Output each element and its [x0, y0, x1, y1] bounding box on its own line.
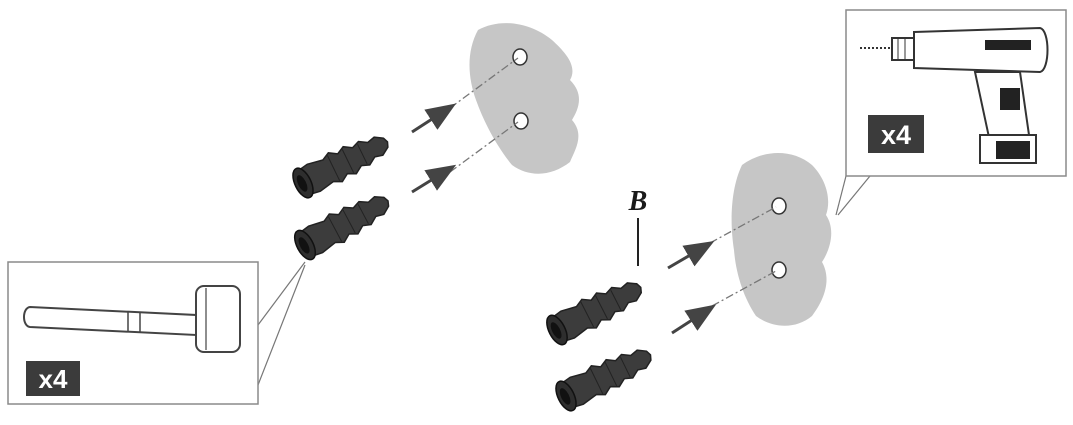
arrow [411, 164, 457, 194]
arrow [671, 304, 717, 335]
wall-shape-left [469, 23, 579, 174]
callout-leader [257, 261, 306, 326]
guide-line [449, 57, 519, 109]
callout-leader [837, 175, 871, 216]
arrow [667, 240, 715, 270]
guide-line [711, 270, 777, 307]
wall-shape-right [731, 152, 832, 326]
wall-anchor [551, 339, 659, 415]
guide-line [449, 121, 519, 173]
quantity-badge [26, 361, 80, 396]
part-label: B [628, 186, 648, 217]
callout-leader [835, 175, 847, 216]
quantity-label: x4 [881, 120, 911, 150]
drill-hole [771, 261, 787, 279]
drill-hole [513, 112, 529, 130]
hammer-icon [23, 285, 241, 353]
arrow [411, 103, 457, 134]
guide-line [709, 206, 777, 244]
wall-anchor [288, 126, 396, 202]
drill-hole [512, 48, 528, 66]
quantity-label: x4 [39, 364, 68, 394]
wall-anchor [541, 272, 649, 349]
quantity-badge [868, 115, 924, 153]
drill-icon [860, 26, 1049, 164]
drill-hole [771, 197, 787, 215]
callout-leader [257, 264, 306, 386]
